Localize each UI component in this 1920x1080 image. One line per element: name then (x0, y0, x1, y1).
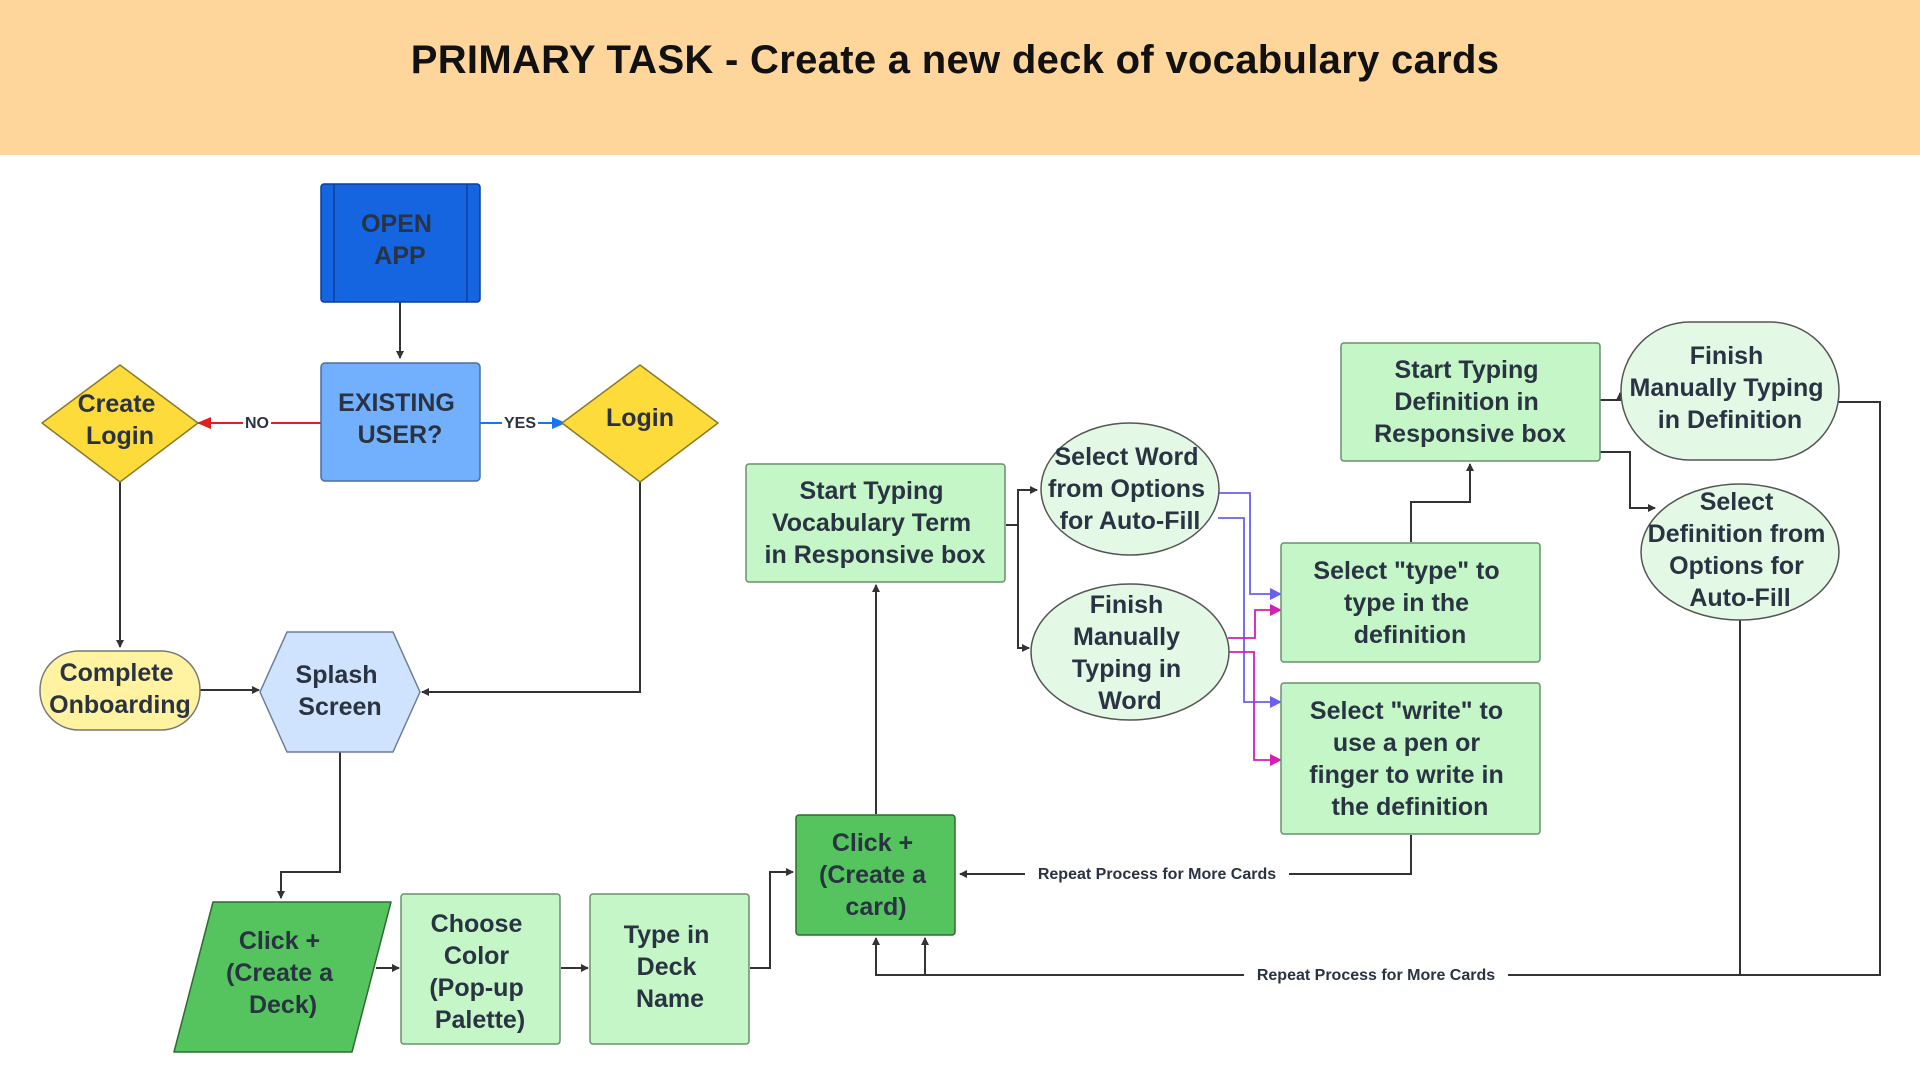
node-complete-onboarding: Complete Onboarding (39, 650, 201, 731)
edge-deckname-to-createcard (750, 868, 794, 969)
svg-text:Click + (Create a: Click + (Create a card) (819, 829, 933, 921)
svg-text:Create Login: Create Login (78, 390, 163, 450)
svg-text:Select "write" to use a: Select "write" to use a pen or finger to… (1309, 697, 1510, 821)
edge-selectword-to-type (1218, 492, 1282, 600)
edge-label-no: NO (245, 415, 269, 432)
node-existing-user: EXISTING USER? (320, 362, 481, 482)
svg-text:OPEN APP: OPEN APP (361, 210, 439, 270)
node-create-login: Create Login (41, 364, 199, 483)
edge-selectword-to-write (1218, 517, 1282, 708)
svg-text:Start Typing Vocabulary: Start Typing Vocabulary Term in Responsi… (765, 477, 986, 569)
node-finish-typing-word: Finish Manually Typing in Word (1030, 583, 1230, 721)
node-select-definition-autofill: Select Definition from Options for Auto-… (1640, 483, 1840, 621)
edge-login-to-splash (421, 482, 641, 696)
node-finish-typing-definition: Finish Manually Typing in Definition (1620, 321, 1840, 461)
page-title: PRIMARY TASK - Create a new deck of voca… (410, 38, 1500, 82)
node-open-app: OPEN APP (320, 183, 481, 303)
svg-text:Complete Onboarding: Complete Onboarding (49, 659, 191, 719)
svg-text:Select "type" to type in: Select "type" to type in the definition (1313, 557, 1506, 649)
edge-finishword-to-type (1228, 604, 1282, 639)
node-splash-screen: Splash Screen (259, 631, 421, 753)
edge-startdef-to-selectdef (1600, 451, 1656, 512)
node-select-word-autofill: Select Word from Options for Auto-Fill (1040, 422, 1220, 556)
svg-text:Choose Color (Pop-: Choose Color (Pop-up Palette) (429, 910, 530, 1034)
edge-term-to-finishword (1006, 524, 1030, 652)
svg-text:Select Word from Options: Select Word from Options for Auto-Fill (1048, 443, 1212, 535)
node-start-typing-definition: Start Typing Definition in Responsive bo… (1340, 342, 1601, 462)
header-banner: PRIMARY TASK - Create a new deck of voca… (0, 0, 1920, 155)
svg-text:Login: Login (606, 404, 674, 432)
svg-text:Click + (Create a: Click + (Create a Deck) (226, 927, 340, 1019)
svg-text:Finish Manually Ty: Finish Manually Typing in Word (1072, 591, 1188, 715)
edge-finishword-to-write (1228, 651, 1282, 766)
svg-text:Type in Deck Name: Type in Deck Name (624, 921, 717, 1013)
edge-repeat-2-finishdef (921, 401, 1881, 976)
node-choose-color: Choose Color (Pop-up Palette) (400, 893, 561, 1045)
node-click-create-card: Click + (Create a card) (795, 814, 956, 936)
edge-selecttype-to-startdef (1410, 463, 1474, 542)
node-select-type: Select "type" to type in the definition (1280, 542, 1541, 663)
svg-text:Start Typing Definition: Start Typing Definition in Responsive bo… (1374, 356, 1566, 448)
edge-label-repeat-1: Repeat Process for More Cards (1038, 866, 1276, 883)
edge-label-yes: YES (504, 415, 536, 432)
edge-startdef-to-finishdef (1600, 392, 1624, 401)
svg-text:Finish Manually Typing: Finish Manually Typing in Definition (1630, 342, 1831, 434)
edge-term-to-selectword (1006, 486, 1038, 526)
node-click-create-deck: Click + (Create a Deck) (173, 901, 392, 1053)
node-type-deck-name: Type in Deck Name (589, 893, 750, 1045)
node-login: Login (561, 364, 719, 483)
svg-text:EXISTING USER?: EXISTING USER? (338, 389, 462, 449)
node-select-write: Select "write" to use a pen or finger to… (1280, 682, 1541, 835)
edge-splash-to-createdeck (277, 752, 341, 899)
svg-text:Select Definition from: Select Definition from Options for Auto-… (1648, 488, 1833, 612)
edge-label-repeat-2: Repeat Process for More Cards (1257, 967, 1495, 984)
node-start-typing-term: Start Typing Vocabulary Term in Responsi… (745, 463, 1006, 583)
svg-text:Splash Screen: Splash Screen (296, 661, 385, 721)
